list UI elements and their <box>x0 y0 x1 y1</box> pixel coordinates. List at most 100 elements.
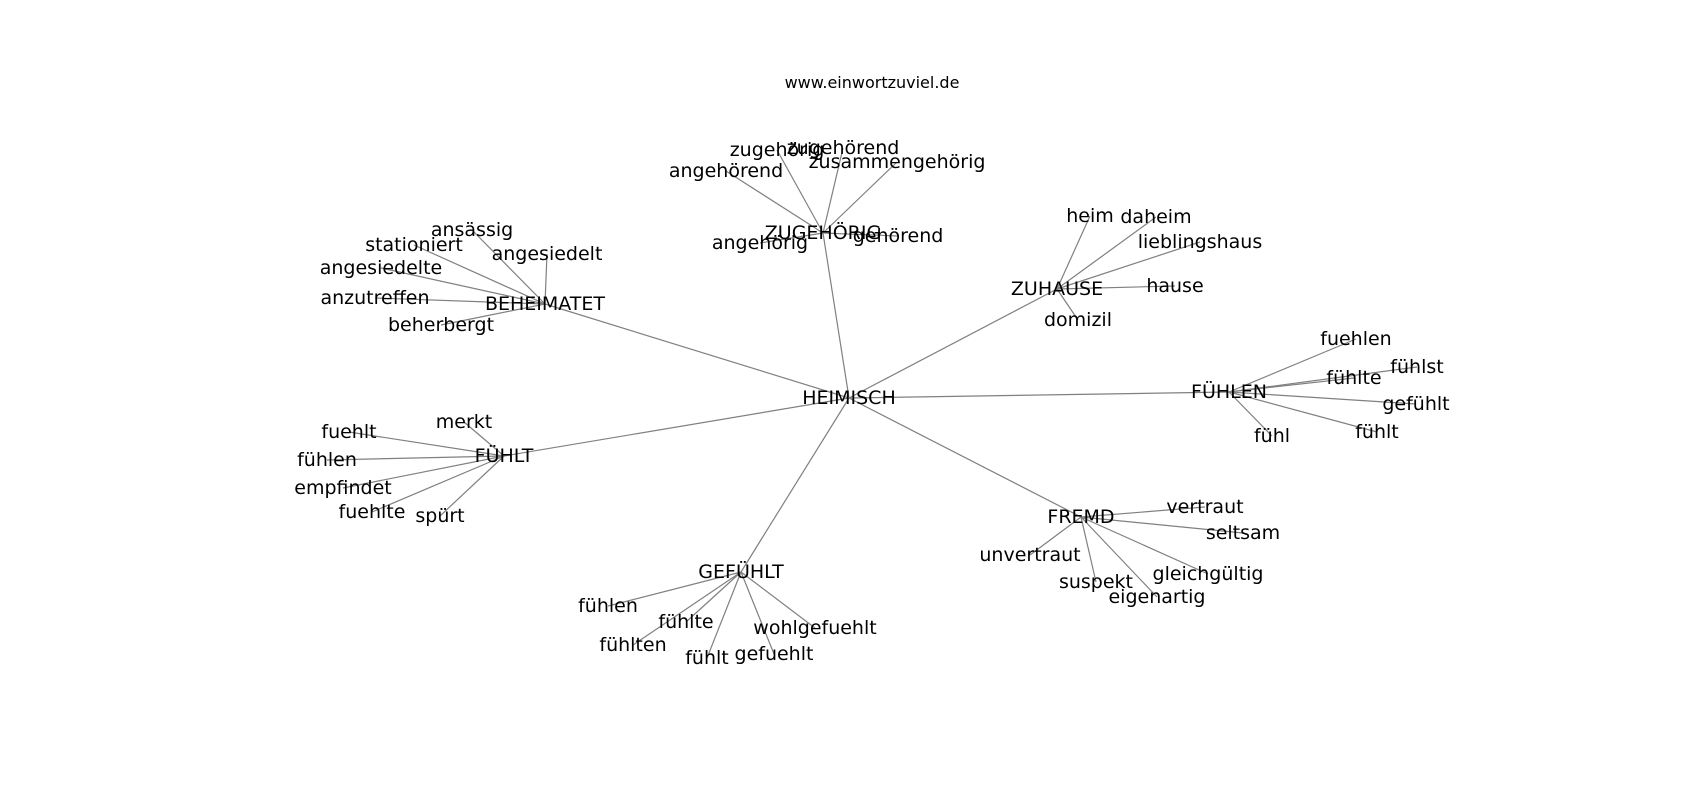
edge-cluster-to-word <box>740 571 775 655</box>
edge-cluster-to-word <box>822 161 898 234</box>
edge-cluster-to-word <box>1080 506 1206 518</box>
word-node-label: gleichgültig <box>1153 563 1264 585</box>
word-node-label: fühlen <box>297 449 357 471</box>
word-node-label: zusammengehörig <box>809 151 986 173</box>
edge-cluster-to-word <box>740 571 816 629</box>
edge-cluster-to-word <box>439 455 505 517</box>
edge-cluster-to-word <box>348 431 505 457</box>
edge-cluster-to-word <box>1228 366 1418 393</box>
word-node-label: fühlen <box>578 595 638 617</box>
word-node-label: unvertraut <box>979 544 1080 566</box>
cluster-node-label: ZUGEHÖRIG <box>765 221 881 244</box>
edge-cluster-to-word <box>1080 516 1244 534</box>
word-node-label: fühlst <box>1390 356 1443 378</box>
edge-root-to-cluster <box>503 397 850 457</box>
word-node-label: beherbergt <box>388 314 494 336</box>
edge-cluster-to-word <box>374 297 546 305</box>
cluster-node-label: ZUHAUSE <box>1011 278 1103 300</box>
labels-layer: HEIMISCH ZUGEHÖRIG zugehörigzugehörendzusa… <box>294 137 1449 669</box>
edge-cluster-to-word <box>759 232 824 244</box>
word-node-label: angehörend <box>669 160 783 182</box>
edge-cluster-to-word <box>463 421 505 457</box>
edge-cluster-to-word <box>1080 516 1209 575</box>
word-node-label: zugehörig <box>730 139 825 161</box>
word-node-label: angehörig <box>712 232 808 254</box>
site-credit: www.einwortzuviel.de <box>785 73 960 92</box>
word-node-label: hause <box>1146 275 1203 297</box>
word-node-label: gefuehlt <box>735 643 814 665</box>
cluster-node-label: GEFÜHLT <box>698 560 784 583</box>
word-node-label: fühlt <box>685 647 729 669</box>
edge-cluster-to-word <box>1056 215 1091 290</box>
edge-cluster-to-word <box>1056 285 1176 290</box>
edge-cluster-to-word <box>776 149 824 234</box>
word-node-label: empfindet <box>294 477 391 499</box>
edge-cluster-to-word <box>1029 516 1082 556</box>
word-node-label: gefühlt <box>1382 393 1449 415</box>
word-node-label: fuehlt <box>321 421 376 443</box>
word-node-label: stationiert <box>365 234 463 256</box>
edge-root-to-cluster <box>544 303 850 399</box>
edge-cluster-to-word <box>822 147 844 234</box>
word-node-label: fühlte <box>658 611 713 633</box>
edge-cluster-to-word <box>326 455 505 461</box>
edge-cluster-to-word <box>413 244 546 305</box>
word-node-label: domizil <box>1044 309 1112 331</box>
edge-cluster-to-word <box>1228 391 1273 437</box>
edge-cluster-to-word <box>1056 288 1079 321</box>
cluster-node-label: BEHEIMATET <box>485 293 605 315</box>
edge-cluster-to-word <box>1228 338 1357 393</box>
word-node-label: angesiedelt <box>492 243 603 265</box>
edge-cluster-to-word <box>607 571 742 607</box>
edges-layer <box>326 147 1418 659</box>
edge-cluster-to-word <box>725 170 824 234</box>
word-node-label: zugehörend <box>787 137 900 159</box>
edge-cluster-to-word <box>1056 216 1157 290</box>
cluster-node-label: FREMD <box>1047 506 1114 528</box>
word-node-label: fühl <box>1254 425 1290 447</box>
edge-cluster-to-word <box>1228 391 1417 405</box>
edge-cluster-to-word <box>632 571 742 646</box>
cluster-node-label: FÜHLT <box>475 444 534 467</box>
edge-cluster-to-word <box>371 455 505 513</box>
word-node-label: heim <box>1066 205 1114 227</box>
word-node-label: fuehlte <box>339 501 406 523</box>
edge-cluster-to-word <box>544 253 548 305</box>
edge-root-to-cluster <box>848 391 1230 399</box>
edge-cluster-to-word <box>706 571 742 659</box>
cluster-node-label: FÜHLEN <box>1191 380 1267 403</box>
word-node-label: fuehlen <box>1320 328 1391 350</box>
word-node-label: fühlt <box>1355 421 1399 443</box>
word-node-label: ansässig <box>431 219 513 241</box>
edge-root-to-cluster <box>740 397 850 573</box>
edge-cluster-to-word <box>342 455 505 489</box>
edge-cluster-to-word <box>471 229 546 305</box>
word-node-label: anzutreffen <box>320 287 429 309</box>
word-node-label: eigenartig <box>1108 586 1205 608</box>
edge-cluster-to-word <box>1228 377 1355 393</box>
edge-cluster-to-word <box>1228 391 1378 433</box>
edge-cluster-to-word <box>822 232 899 237</box>
edge-root-to-cluster <box>848 288 1058 399</box>
edge-root-to-cluster <box>822 232 850 399</box>
word-node-label: fühlte <box>1326 367 1381 389</box>
word-node-label: gehörend <box>853 225 944 247</box>
edge-cluster-to-word <box>380 267 546 305</box>
word-node-label: angesiedelte <box>320 257 442 279</box>
edge-cluster-to-word <box>1056 241 1201 290</box>
edge-cluster-to-word <box>1080 516 1158 598</box>
word-node-label: vertraut <box>1166 496 1243 518</box>
word-node-label: fühlten <box>599 634 666 656</box>
root-node-label: HEIMISCH <box>802 387 896 409</box>
edge-cluster-to-word <box>1080 516 1097 583</box>
edge-root-to-cluster <box>848 397 1082 518</box>
word-node-label: suspekt <box>1059 571 1133 593</box>
edge-cluster-to-word <box>685 571 742 623</box>
word-node-label: spürt <box>415 505 464 527</box>
edge-cluster-to-word <box>440 303 546 326</box>
word-node-label: wohlgefuehlt <box>753 617 876 639</box>
word-node-label: seltsam <box>1206 522 1280 544</box>
word-node-label: daheim <box>1120 206 1191 228</box>
word-node-label: lieblingshaus <box>1138 231 1263 253</box>
